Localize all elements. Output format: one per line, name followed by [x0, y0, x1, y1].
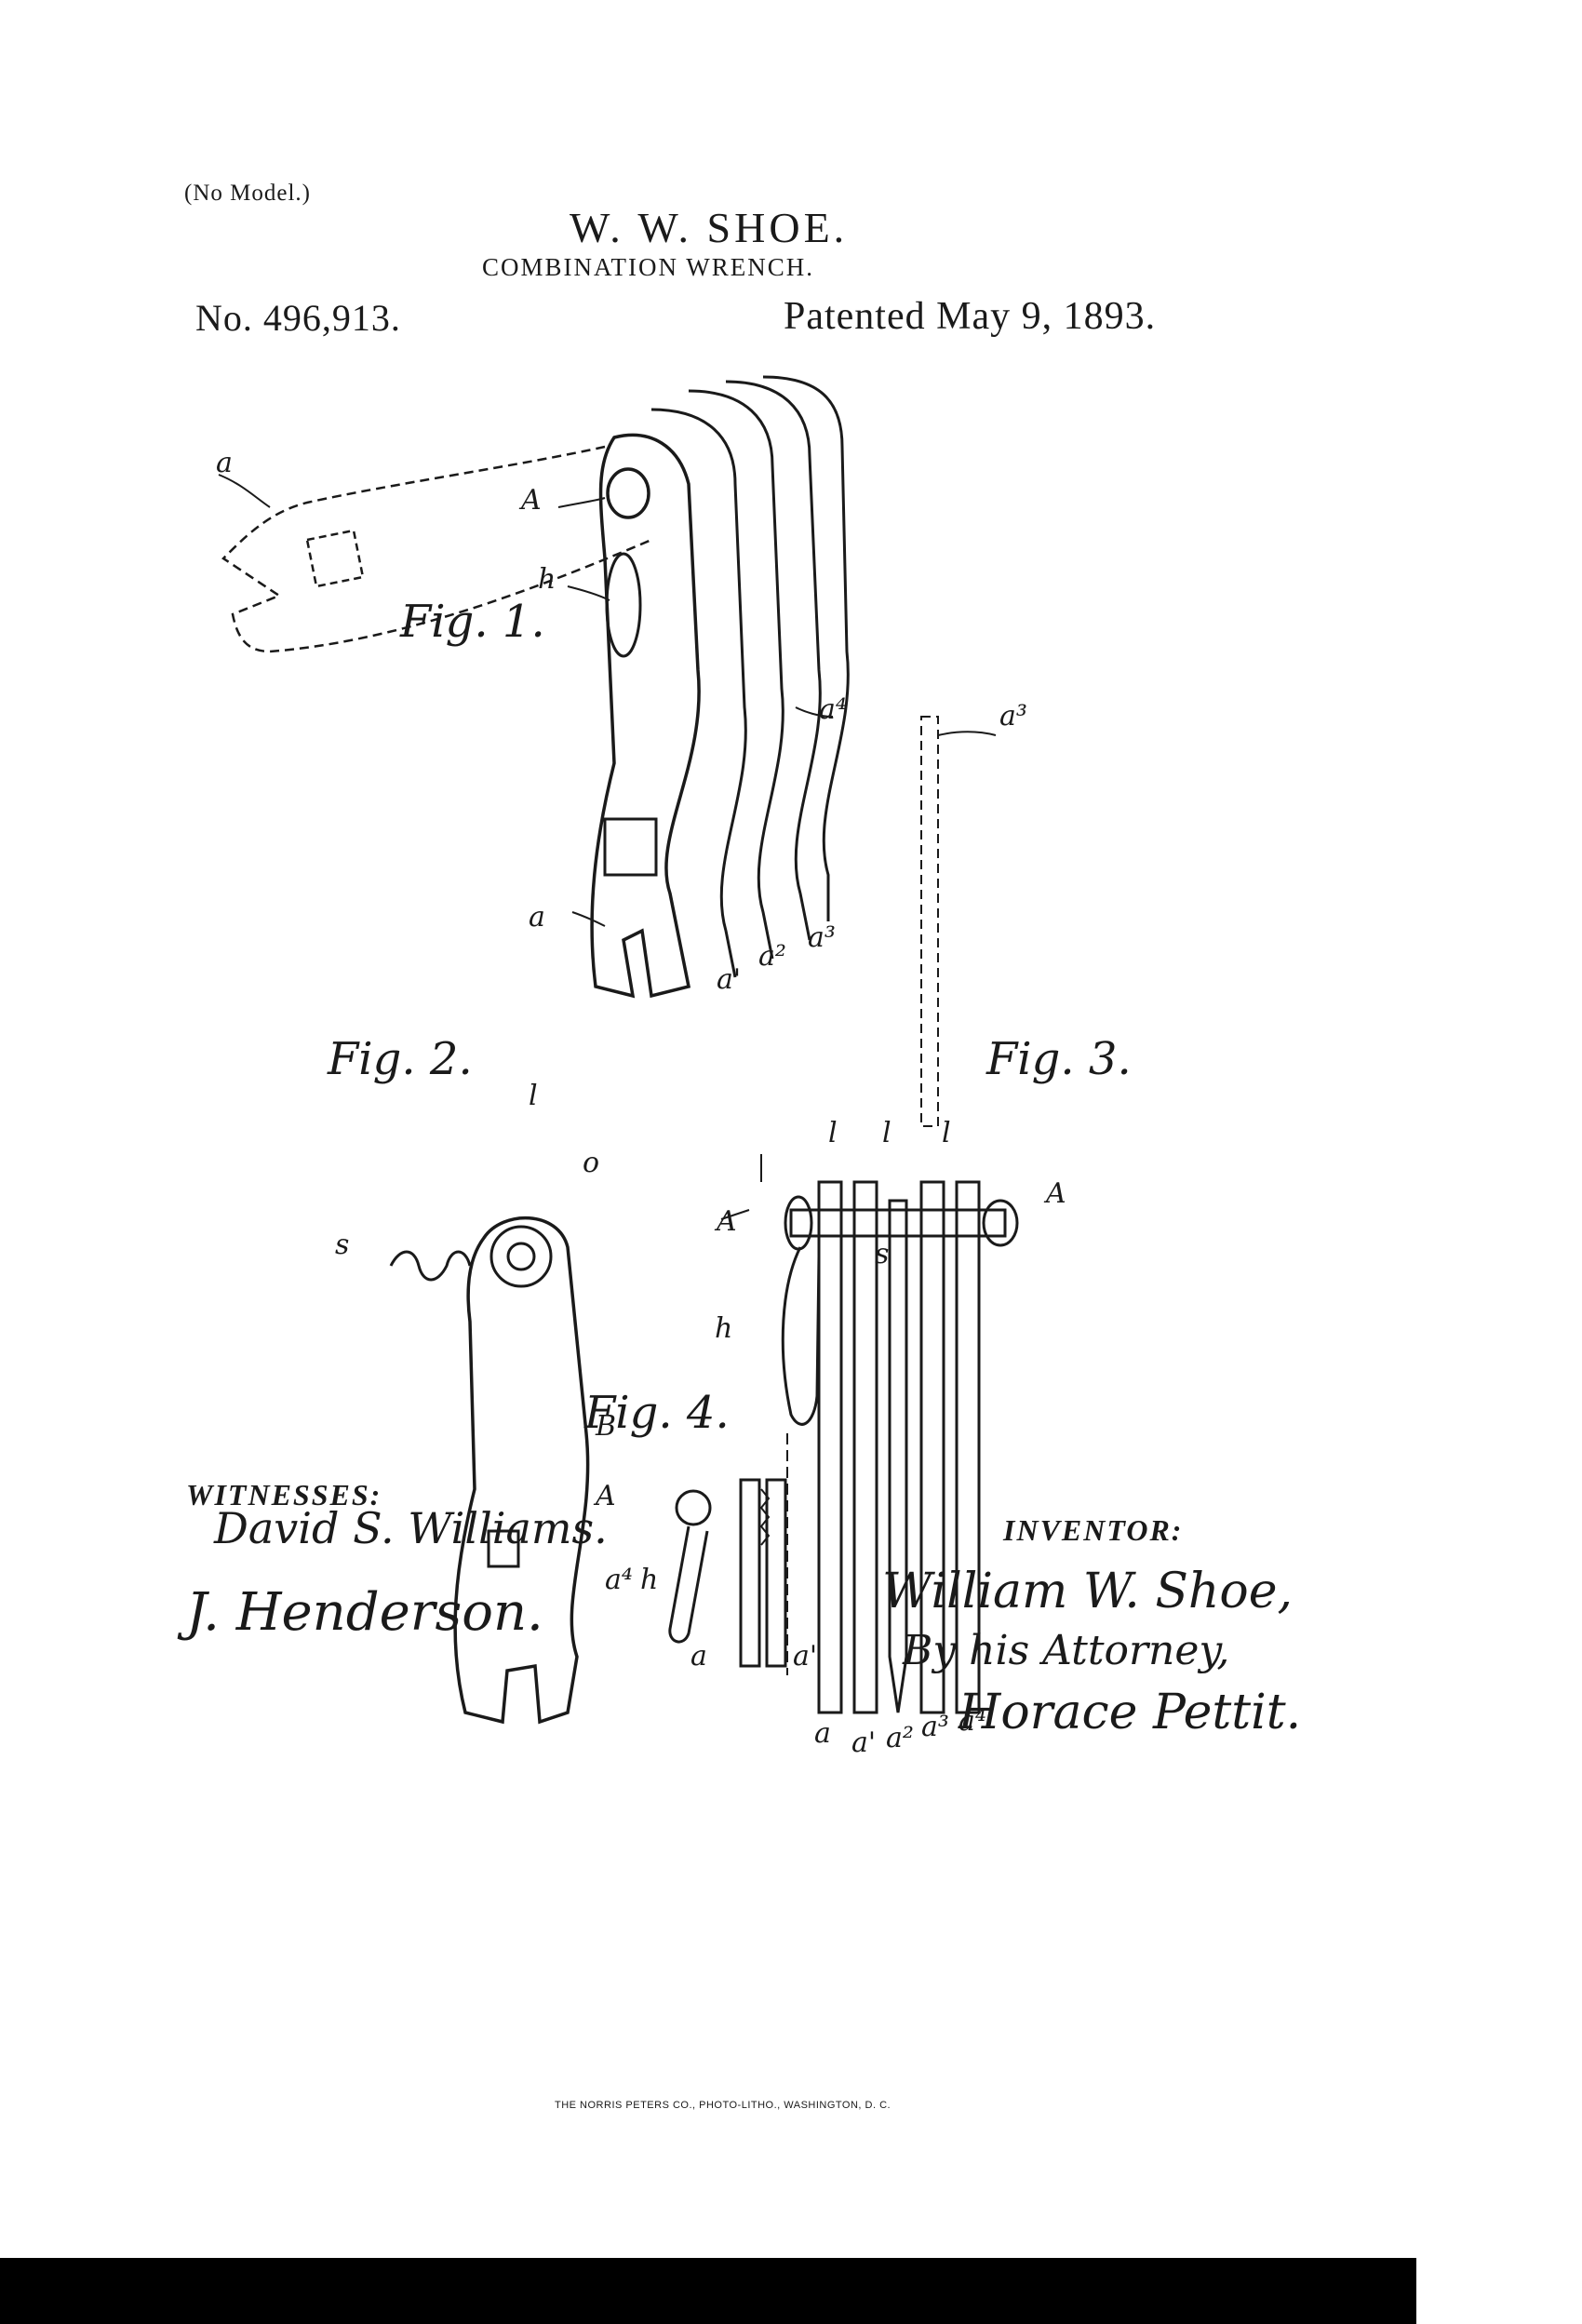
ref-fig2-l: l	[529, 1080, 538, 1112]
ref-fig3-h: h	[715, 1312, 733, 1345]
ref-fig1-a4: a⁴	[819, 693, 847, 726]
fig1-dashed-wrench	[221, 445, 652, 653]
fig3-bolt-head-left	[784, 1195, 813, 1251]
fig1-front-wrench	[590, 433, 701, 999]
ref-fig2-a4: a⁴	[605, 1564, 633, 1596]
ref-fig1-h: h	[538, 563, 556, 596]
fig2-label: Fig. 2.	[328, 1033, 473, 1085]
ref-fig3-l-3: l	[942, 1117, 951, 1149]
fig1-handle-slot	[605, 552, 642, 658]
fig1-pivot-bolt	[606, 467, 650, 519]
ref-fig3-l-1: l	[828, 1117, 838, 1149]
no-model-note: (No Model.)	[184, 181, 311, 206]
ref-fig1-a-dashed: a	[216, 447, 233, 479]
fig2-square-socket	[487, 1529, 520, 1568]
ref-fig3-s: s	[875, 1238, 890, 1270]
witness-signature-2: J. Henderson.	[186, 1582, 543, 1643]
inventor-header: W. W. SHOE.	[570, 204, 849, 251]
ref-fig2-o: o	[583, 1147, 600, 1179]
ref-fig4-h: h	[640, 1564, 659, 1596]
witness-signature-1: David S. Williams.	[214, 1503, 608, 1553]
fig3-plate-a	[817, 1180, 843, 1714]
inventor-signature: William W. Shoe,	[882, 1564, 1294, 1619]
ref-fig3-a1: a'	[851, 1726, 877, 1759]
fig2-spring	[389, 1250, 472, 1282]
fig4-handle	[668, 1525, 709, 1644]
fig4-label: Fig. 4.	[584, 1387, 730, 1439]
ref-fig2-s: s	[335, 1229, 350, 1261]
fig3-plate-a1	[852, 1180, 878, 1714]
fig1-square-socket	[603, 817, 658, 877]
ref-fig1-a2: a²	[758, 940, 786, 973]
ref-fig3-a3: a³	[921, 1711, 949, 1743]
fig4-ratchet-teeth	[759, 1488, 771, 1546]
witnesses-label: WITNESSES:	[186, 1478, 382, 1511]
patent-date: Patented May 9, 1893.	[784, 295, 1157, 338]
fig3-dashed-bar	[920, 716, 939, 1127]
fig4-pivot	[675, 1489, 712, 1526]
ref-fig1-a3: a³	[808, 921, 836, 954]
ref-fig3-a4: a⁴	[959, 1705, 986, 1738]
fig3-plate-a3	[919, 1180, 945, 1714]
ref-fig1-a3-bar: a³	[999, 700, 1027, 732]
fig1-label: Fig. 1.	[400, 596, 545, 648]
invention-title: COMBINATION WRENCH.	[482, 253, 815, 281]
ref-fig1-a: a	[529, 901, 545, 934]
fig3-label: Fig. 3.	[986, 1033, 1132, 1085]
ref-fig4-A: A	[596, 1480, 616, 1512]
scan-edge-bar	[0, 2258, 1416, 2324]
fig2-ratchet-wheel	[489, 1225, 553, 1288]
fig4-plate-a1	[765, 1478, 787, 1668]
attorney-by-line: By his Attorney,	[903, 1627, 1230, 1674]
ref-fig3-a2: a²	[886, 1722, 914, 1754]
fig1-wrench-layer-4	[762, 375, 850, 921]
fig2-wrench-body	[453, 1216, 590, 1725]
fig1-wrench-layer-2	[688, 389, 784, 960]
fig2-ratchet-hub	[506, 1242, 536, 1271]
fig1-wrench-layer-1	[650, 408, 747, 978]
fig3-handle	[781, 1246, 821, 1426]
ref-fig3-l-2: l	[882, 1117, 892, 1149]
fig3-bolt-head-right	[982, 1199, 1019, 1247]
fig1-wrench-layer-3	[725, 380, 822, 941]
fig3-axle	[789, 1208, 1007, 1238]
fig4-plate-a	[739, 1478, 761, 1668]
fig3-plate-a2	[888, 1199, 908, 1713]
ref-fig1-A: A	[521, 484, 542, 517]
ref-fig4-a1: a'	[793, 1640, 818, 1672]
ref-fig3-A-right: A	[1046, 1177, 1066, 1210]
ref-fig1-a1: a'	[717, 963, 742, 996]
ref-fig3-A-left: A	[717, 1205, 737, 1238]
fig3-plate-a4	[955, 1180, 981, 1714]
ref-fig4-a: a	[690, 1640, 707, 1672]
ref-fig3-a: a	[814, 1717, 831, 1750]
attorney-signature: Horace Pettit.	[959, 1685, 1302, 1740]
ref-fig2-B: B	[596, 1410, 617, 1443]
leader-lines	[218, 474, 997, 1220]
inventor-label: INVENTOR:	[1003, 1513, 1184, 1547]
fig1-dashed-socket	[305, 529, 365, 588]
lithographer-credit: THE NORRIS PETERS CO., PHOTO-LITHO., WAS…	[555, 2100, 892, 2111]
patent-number: No. 496,913.	[195, 297, 401, 339]
